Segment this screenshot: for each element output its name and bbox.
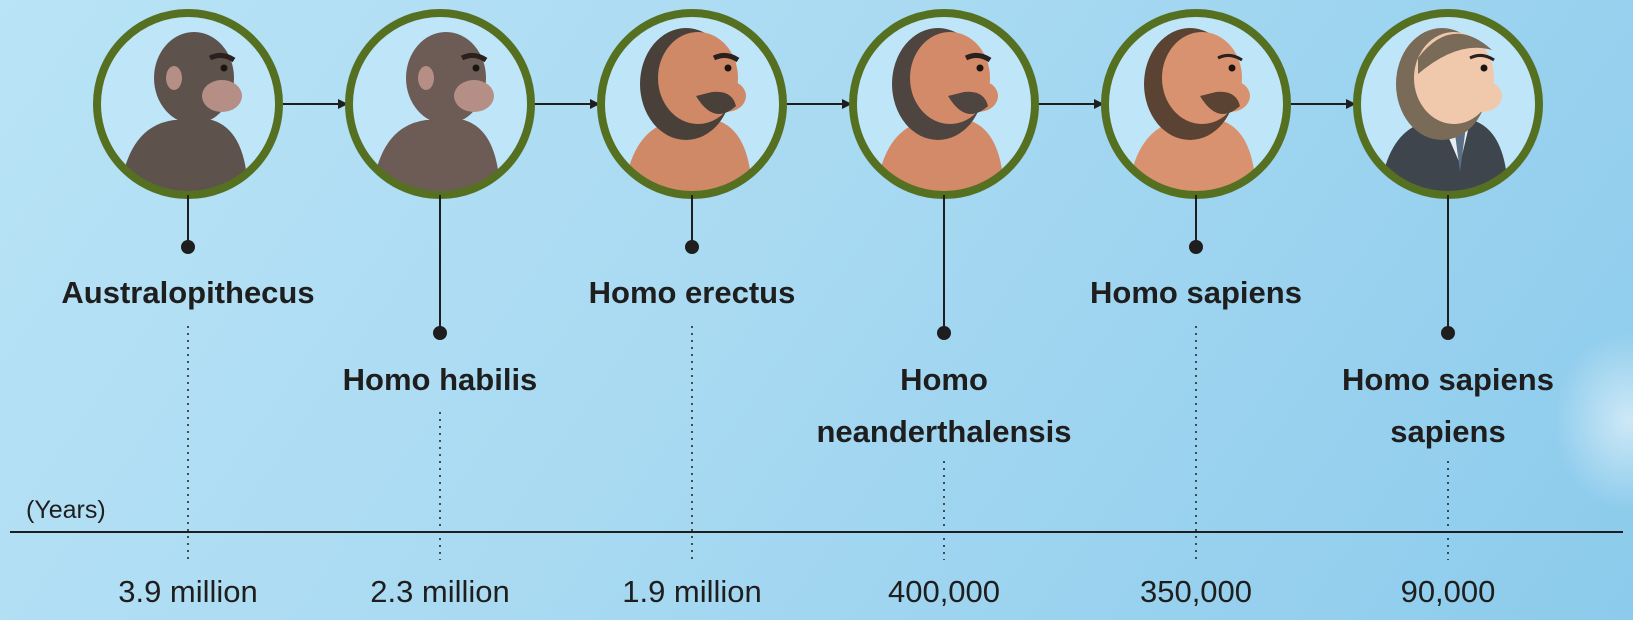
figure-ear <box>1174 66 1190 90</box>
stage-marker-dot <box>937 326 951 340</box>
figure-ear <box>166 66 182 90</box>
stage-age: 3.9 million <box>68 570 308 614</box>
stage-name: Homo neanderthalensis <box>794 354 1094 458</box>
stage-name: Australopithecus <box>28 267 348 319</box>
stage-age: 400,000 <box>824 570 1064 614</box>
figure-ear <box>670 66 686 90</box>
stage-name: Homo erectus <box>532 267 852 319</box>
stage-marker-dot <box>1441 326 1455 340</box>
years-unit-label: (Years) <box>26 496 106 525</box>
stage-age: 350,000 <box>1076 570 1316 614</box>
stage-name: Homo sapiens <box>1036 267 1356 319</box>
figure-ear <box>1426 66 1442 90</box>
figure-face <box>202 80 242 112</box>
figure-eye <box>473 65 480 72</box>
figure-eye <box>1229 65 1236 72</box>
stage-6 <box>1357 13 1539 560</box>
figure-ear <box>418 66 434 90</box>
figure-eye <box>725 65 732 72</box>
stage-marker-dot <box>685 240 699 254</box>
stage-marker-dot <box>433 326 447 340</box>
stage-marker-dot <box>181 240 195 254</box>
figure-eye <box>977 65 984 72</box>
stage-age: 90,000 <box>1328 570 1568 614</box>
stage-name: Homo sapiens sapiens <box>1328 354 1568 458</box>
stage-name: Homo habilis <box>280 354 600 406</box>
figure-ear <box>922 66 938 90</box>
figure-face <box>1462 80 1502 112</box>
stage-age: 1.9 million <box>572 570 812 614</box>
figure-eye <box>1481 65 1488 72</box>
stage-age: 2.3 million <box>320 570 560 614</box>
stage-marker-dot <box>1189 240 1203 254</box>
figure-face <box>454 80 494 112</box>
figure-eye <box>221 65 228 72</box>
